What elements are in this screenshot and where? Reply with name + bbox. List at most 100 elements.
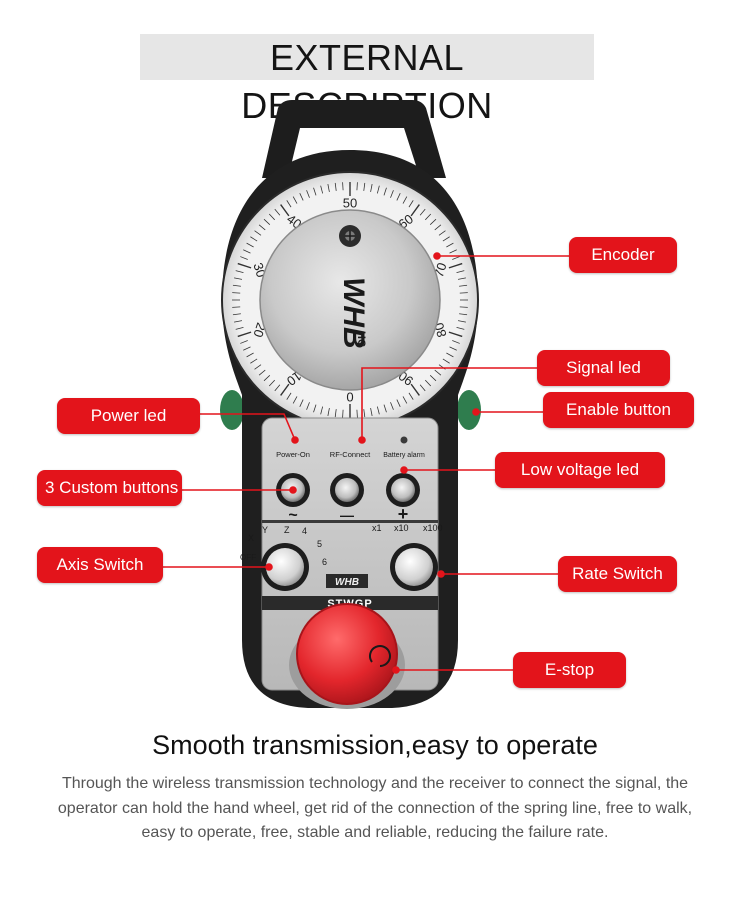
device-handle [262, 100, 446, 178]
dial-tick [232, 284, 241, 287]
axis-switch-knob [261, 543, 309, 591]
dial-tick [402, 396, 408, 404]
dial-tick [459, 284, 468, 287]
callout-estop: E-stop [513, 652, 626, 688]
dial-tick [419, 384, 426, 392]
dial-tick [446, 352, 454, 358]
dial-tick [274, 208, 281, 216]
callout-rate-switch: Rate Switch [558, 556, 677, 592]
dial-tick [243, 346, 251, 351]
dial-tick [234, 277, 243, 280]
dial-tick [376, 185, 380, 194]
dial-tick [243, 249, 251, 254]
custom-button-2 [330, 473, 364, 507]
dial-tick [240, 256, 248, 260]
dial-number: 50 [343, 195, 357, 210]
dial-tick [292, 396, 298, 404]
dial-tick [268, 213, 275, 221]
dial-tick [449, 346, 457, 351]
dial-tick [313, 187, 317, 196]
dial-tick [442, 236, 450, 242]
rate-switch-knob [390, 543, 438, 591]
encoder-dial [259, 209, 441, 391]
button-symbol-3: + [398, 504, 409, 524]
dial-tick [342, 409, 344, 418]
dial-tick [232, 306, 241, 308]
dial-tick [408, 392, 414, 400]
dial-tick [434, 224, 442, 231]
dial-tick [235, 270, 244, 274]
rate-label-x1: x1 [372, 523, 382, 533]
dial-tick [237, 262, 252, 269]
dial-tick [419, 208, 426, 216]
logo-sub-text: HC [355, 331, 367, 347]
dial-tick [459, 313, 468, 316]
dial-tick [246, 352, 254, 358]
description-text: Through the wireless transmission techno… [57, 775, 693, 841]
dial-tick [263, 218, 271, 225]
dial-tick [438, 230, 446, 236]
dial-tick [274, 384, 281, 392]
dial-tick [258, 369, 266, 376]
callout-signal-led: Signal led [537, 350, 670, 386]
callout-lines [163, 252, 569, 674]
axis-label-4: 4 [302, 526, 307, 536]
dial-tick [429, 218, 437, 225]
dial-tick [232, 292, 241, 294]
dial-tick [446, 242, 454, 248]
dial-tick [235, 326, 244, 330]
callout-custom-buttons: 3 Custom buttons [37, 470, 182, 506]
dial-tick [313, 404, 317, 413]
dial-tick [390, 402, 394, 410]
dial-tick [442, 358, 450, 364]
dial-tick [254, 230, 262, 236]
dial-tick [280, 383, 290, 396]
custom-button-3 [386, 473, 420, 507]
dial-tick [250, 358, 258, 364]
dial-tick [363, 409, 366, 418]
dial-tick [292, 196, 298, 204]
dial-tick [306, 190, 310, 198]
dial-tick [320, 406, 324, 415]
dial-tick [334, 182, 337, 191]
button-symbol-1: ~ [288, 507, 297, 524]
dial-logo: WHB HC [337, 277, 370, 349]
callout-low-voltage-led: Low voltage led [495, 452, 665, 488]
enable-button-left [220, 390, 244, 430]
panel-logo-text: WHB [335, 577, 359, 588]
axis-label-6: 6 [322, 557, 327, 567]
dial-tick [459, 306, 468, 308]
dial-tick [342, 182, 344, 191]
dial-tick [410, 204, 420, 217]
dial-tick [363, 182, 366, 191]
axis-label-x: X [248, 533, 254, 543]
dial-tick [429, 375, 437, 382]
dial-tick [425, 379, 432, 387]
dial-tick [396, 399, 401, 407]
rate-label-x10: x10 [394, 523, 409, 533]
headline: Smooth transmission,easy to operate [152, 730, 598, 760]
estop-button [297, 604, 397, 704]
dial-tick-marks [232, 182, 468, 418]
dial-number: 0 [346, 390, 353, 405]
dial-tick [250, 236, 258, 242]
callout-encoder: Encoder [569, 237, 677, 273]
axis-label-5: 5 [317, 539, 322, 549]
dial-tick [449, 249, 457, 254]
dial-tick [457, 277, 466, 280]
dial-tick [376, 406, 380, 415]
dial-tick [456, 270, 465, 274]
dial-tick [370, 184, 373, 193]
dial-tick [320, 185, 324, 194]
dial-tick [240, 340, 248, 344]
dial-tick [268, 379, 275, 387]
enable-button-right [457, 390, 481, 430]
dial-tick [370, 407, 373, 416]
dial-tick [258, 224, 266, 231]
panel-logo-badge [326, 574, 368, 588]
dial-tick [280, 204, 290, 217]
estop-arrow [369, 645, 391, 667]
axis-label-off: OFF [240, 553, 256, 562]
dial-tick [383, 404, 387, 413]
